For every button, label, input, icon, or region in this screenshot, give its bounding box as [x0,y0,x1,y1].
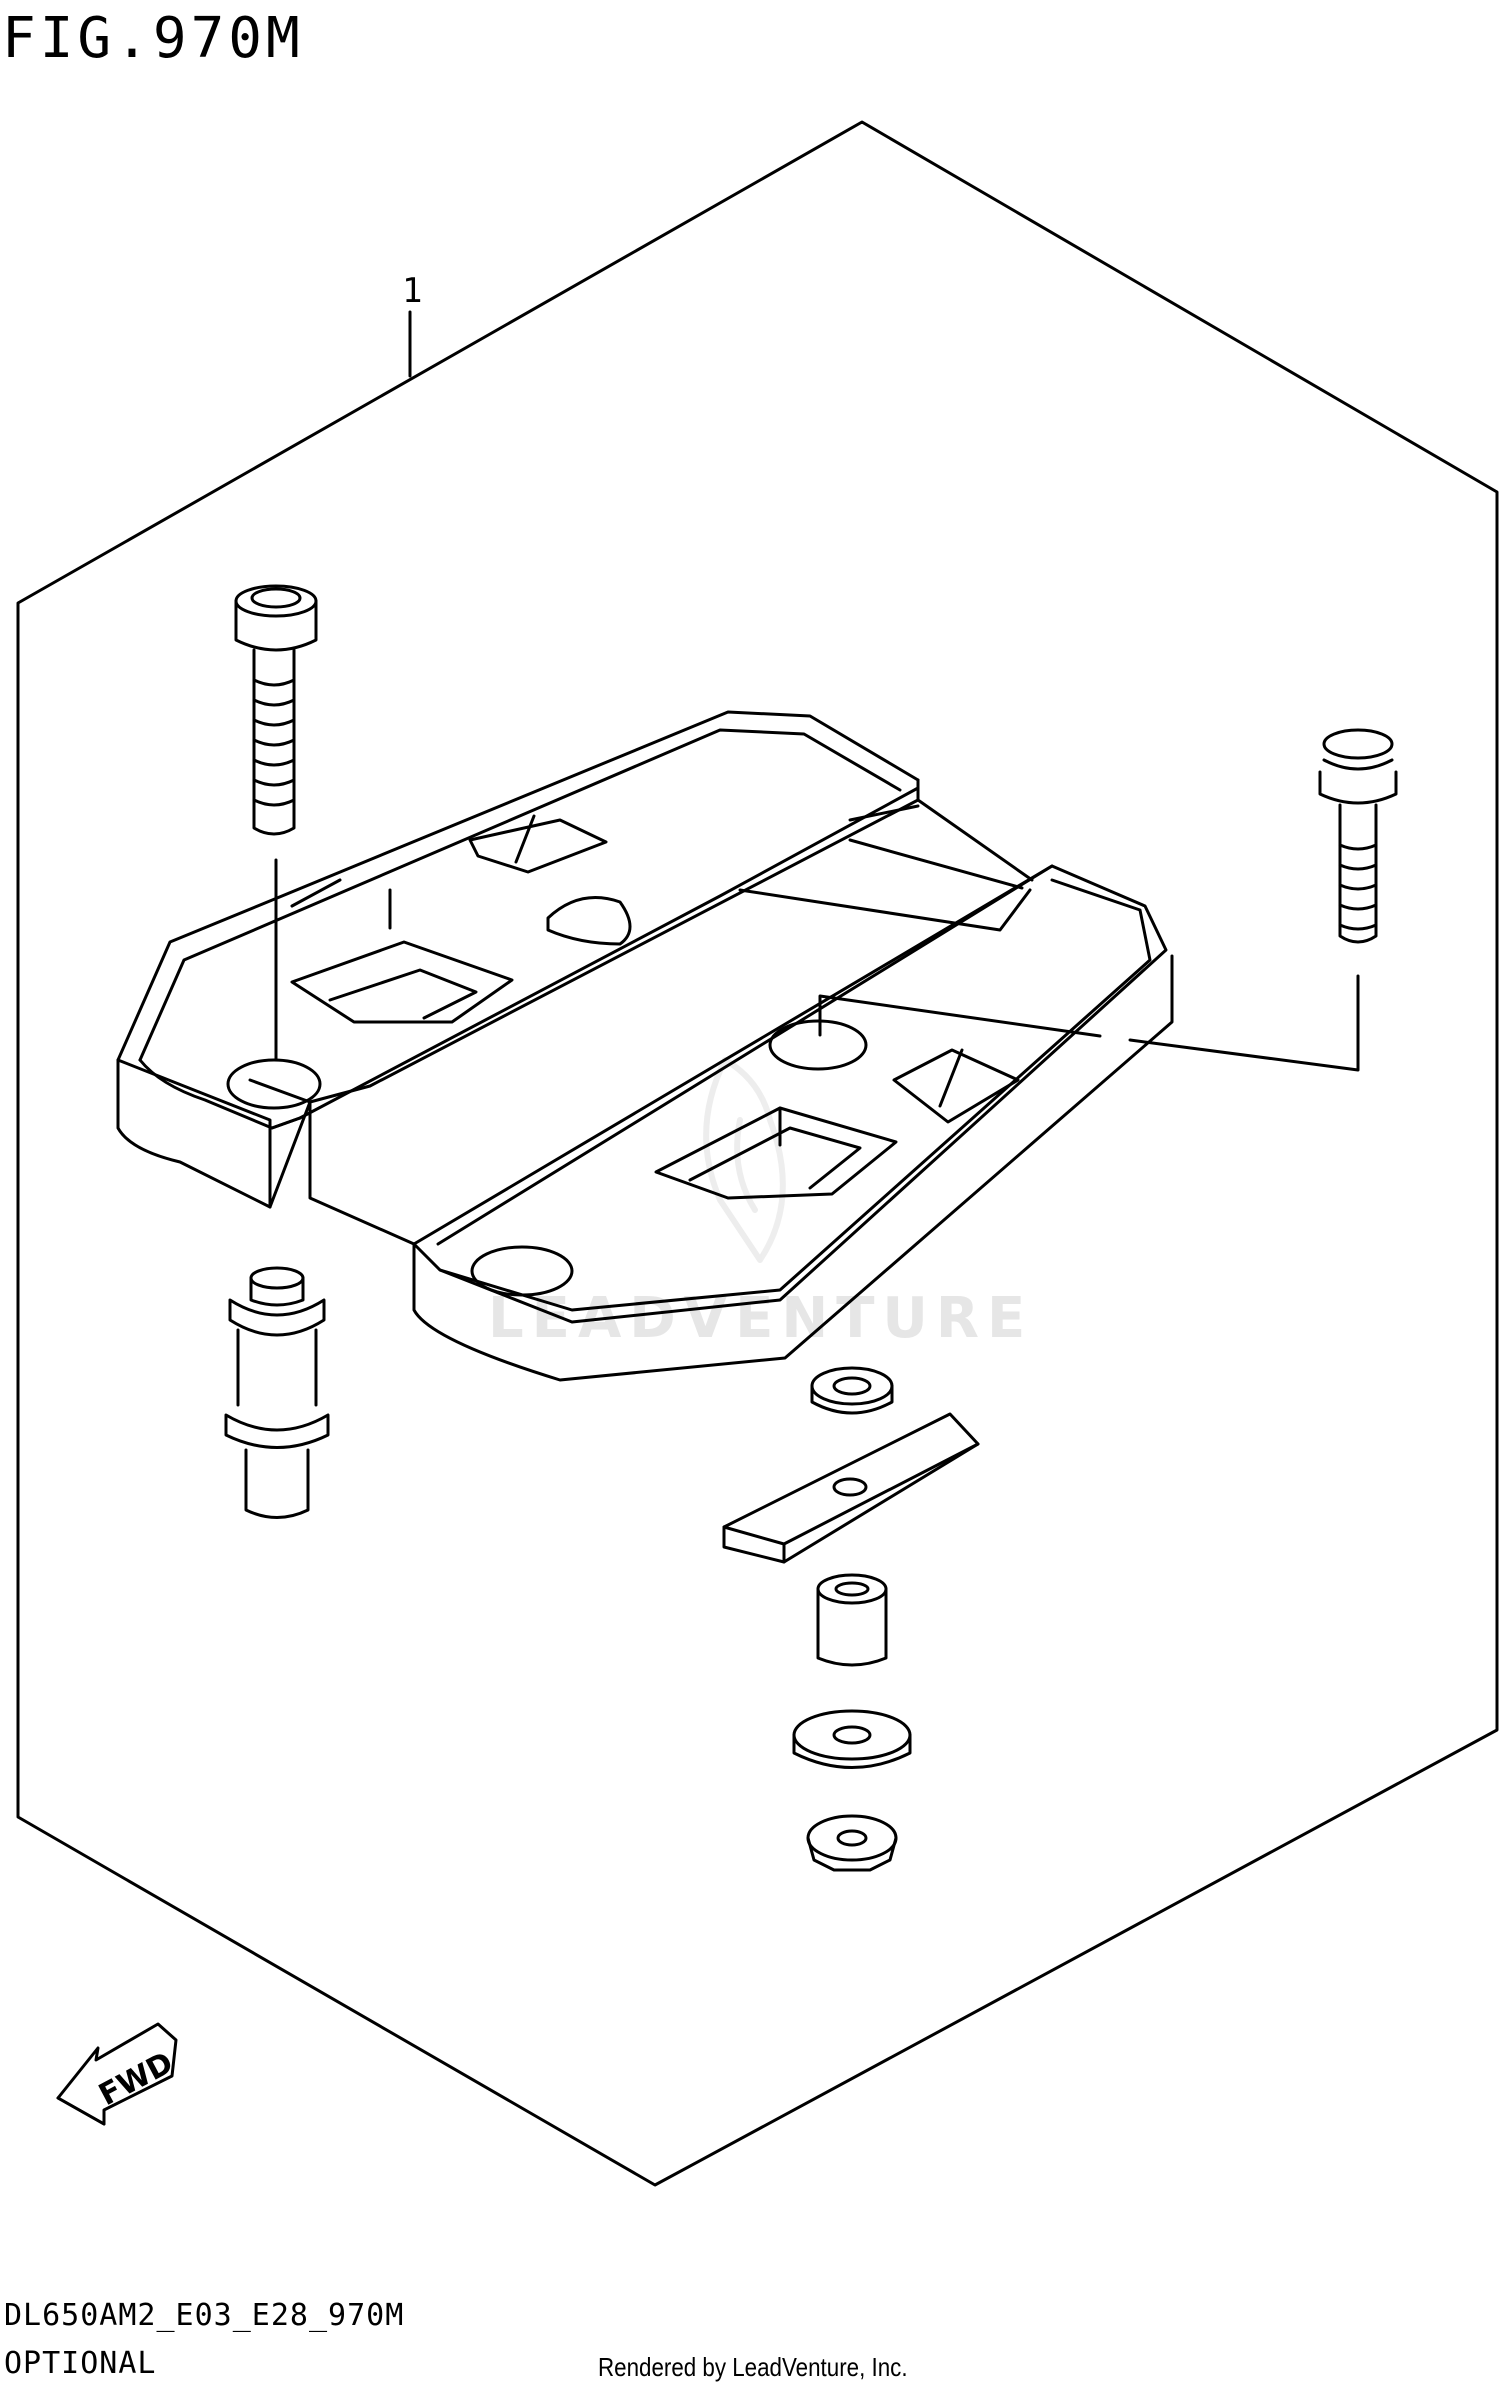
bolt-right [818,728,1398,1072]
carrier-plate-left [116,710,920,1209]
collar [816,1573,888,1667]
callout-label: 1 [402,271,422,311]
washer-small [810,1366,894,1415]
bolt-left [234,584,318,1062]
watermark-text: LEADVENTURE [488,1286,1033,1351]
figure-title: FIG.970M [2,6,304,71]
render-credit: Rendered by LeadVenture, Inc. [598,2352,908,2382]
rubber-washer [792,1709,912,1769]
model-code: DL650AM2_E03_E28_970M [4,2298,405,2333]
kit-boundary [16,120,1499,2187]
stud-spacer [224,1266,330,1519]
option-note: OPTIONAL [4,2346,157,2381]
tapping-plate [722,1412,980,1564]
watermark [703,1057,786,1263]
carrier-plate-right [308,798,1174,1382]
flange-nut [806,1814,898,1872]
callout-1: 1 [402,271,422,378]
fwd-arrow-icon: FWD [56,2022,179,2126]
